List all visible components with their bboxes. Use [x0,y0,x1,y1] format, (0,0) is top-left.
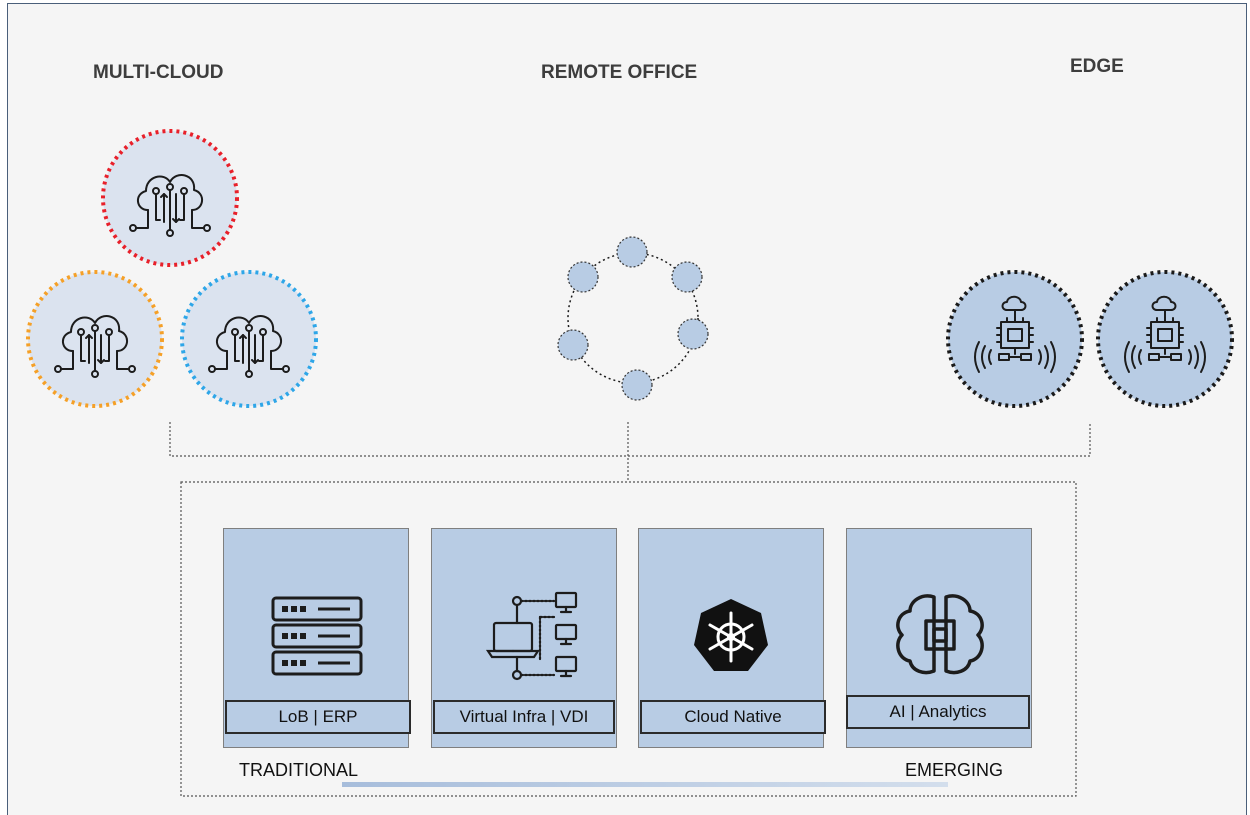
kubernetes-helm-icon [694,599,768,671]
office-node [557,329,589,361]
remote-office-ring [557,236,709,401]
connector-lines [169,422,1091,482]
workload-label-cloud-native: Cloud Native [640,700,826,734]
edge-circle-2 [1096,270,1234,408]
office-node [671,261,703,293]
diagram-frame [7,3,1247,815]
office-node [621,369,653,401]
workload-label-virtual-infra: Virtual Infra | VDI [433,700,615,734]
workload-label-ai-analytics: AI | Analytics [846,695,1030,729]
cloud-circle-blue [180,270,318,408]
heading-remote-office: REMOTE OFFICE [541,62,698,83]
platform-container [180,481,1077,797]
spectrum-start-label: TRADITIONAL [239,760,359,780]
heading-edge: EDGE [1070,56,1124,77]
cloud-circle-red [101,129,239,267]
edge-circle-1 [946,270,1084,408]
workload-label-lob-erp: LoB | ERP [225,700,411,734]
heading-multi-cloud: MULTI-CLOUD [93,62,224,83]
spectrum-end-label: EMERGING [905,760,1004,780]
laptop-network-icon [485,591,578,681]
ai-brain-chip-icon [896,594,984,675]
cloud-circle-orange [26,270,164,408]
server-rack-icon [271,596,363,676]
office-node [677,318,709,350]
spectrum-bar [342,782,948,787]
office-node [616,236,648,268]
office-node [567,261,599,293]
